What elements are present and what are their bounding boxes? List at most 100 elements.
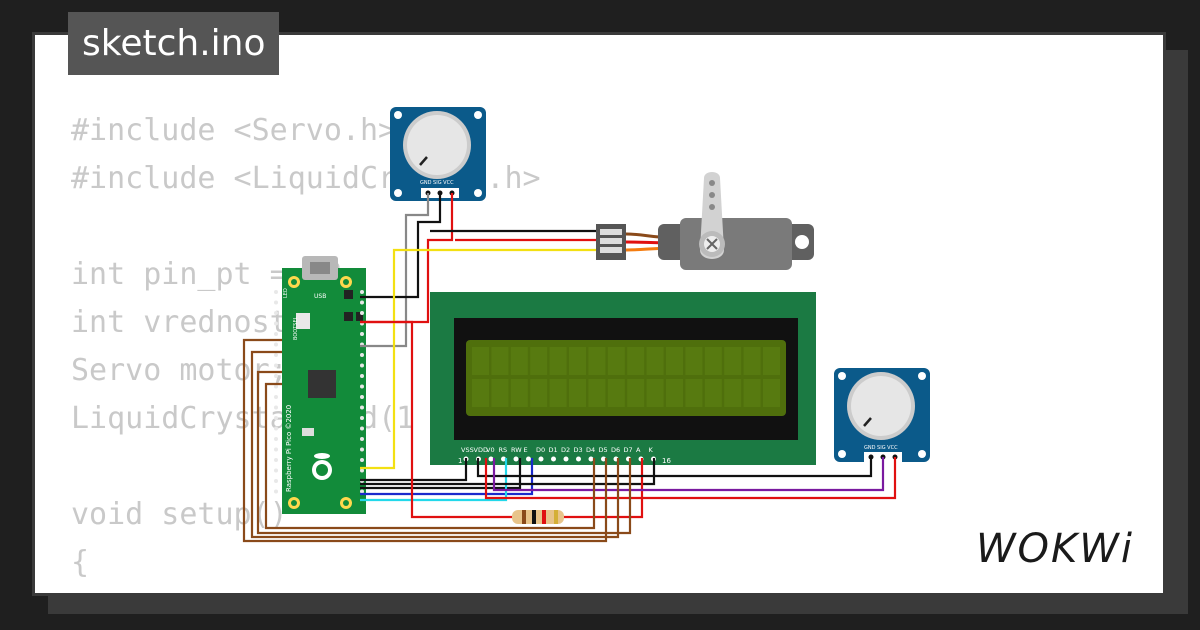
lcd-cell [607, 347, 625, 375]
pico-pin[interactable] [360, 489, 364, 494]
lcd-cell [646, 347, 664, 375]
code-line: { [71, 545, 90, 580]
pico-pin[interactable] [274, 437, 278, 441]
lcd-cell [491, 379, 509, 407]
lcd-pin-label: K [649, 446, 654, 454]
lcd-pin-label: D1 [549, 446, 558, 454]
lcd-pin[interactable] [538, 456, 544, 462]
pico-board[interactable]: USB LED BOOTSEL Raspberry Pi Pico ©2020 [274, 256, 366, 514]
lcd-cell [530, 379, 548, 407]
pico-pin[interactable] [360, 290, 364, 294]
servo-motor[interactable] [596, 172, 814, 270]
lcd-pin-label: D5 [599, 446, 608, 454]
pico-pin[interactable] [360, 416, 364, 420]
lcd-pin[interactable] [563, 456, 569, 462]
lcd-pin-label: D2 [561, 446, 570, 454]
code-line: int vrednost; [71, 305, 306, 340]
pico-pin[interactable] [360, 332, 364, 336]
lcd-cell [743, 347, 761, 375]
pico-pin[interactable] [360, 437, 364, 441]
lcd-pin[interactable] [551, 456, 556, 462]
lcd-cell [549, 347, 567, 375]
lcd-cell [569, 379, 586, 407]
pico-pin[interactable] [360, 363, 364, 368]
lcd-pin[interactable] [501, 456, 506, 462]
pot-pin-labels: GND SIG VCC [864, 445, 898, 451]
pico-pin[interactable] [360, 458, 364, 462]
pico-pin[interactable] [360, 426, 364, 431]
lcd-character-cells [472, 347, 780, 407]
usb-label: USB [314, 293, 326, 300]
pico-pin[interactable] [360, 300, 364, 305]
pico-pin[interactable] [274, 395, 278, 399]
pico-pin[interactable] [360, 405, 364, 410]
lcd-cell [685, 347, 703, 375]
lcd-pin-label: E [524, 446, 528, 454]
rp2040-chip [308, 370, 336, 398]
lcd-cell [685, 379, 703, 407]
file-tab[interactable]: sketch.ino [68, 12, 280, 75]
board-label: Raspberry Pi Pico ©2020 [285, 405, 293, 492]
pico-pin[interactable] [274, 489, 278, 494]
pico-pin[interactable] [274, 300, 278, 305]
wires [242, 193, 897, 543]
lcd-pin-label: D3 [574, 446, 583, 454]
pico-pin[interactable] [274, 426, 278, 431]
lcd-pin[interactable] [526, 456, 531, 462]
pico-pin[interactable] [360, 311, 364, 315]
pico-pin[interactable] [274, 311, 278, 315]
potentiometer-top[interactable]: GND SIG VCC [390, 107, 486, 201]
code-line: #include <Servo.h> [71, 113, 397, 148]
lcd-pin[interactable] [576, 456, 581, 462]
lcd-cell [472, 347, 489, 375]
pico-pin[interactable] [360, 374, 364, 378]
pico-pin[interactable] [274, 353, 278, 357]
potentiometer-right[interactable]: GND SIG VCC [834, 368, 930, 462]
lcd-pin[interactable] [488, 456, 494, 462]
lcd-pin[interactable] [601, 456, 606, 462]
pico-pin[interactable] [274, 384, 278, 389]
pico-pin[interactable] [274, 416, 278, 420]
pico-pin[interactable] [360, 384, 364, 389]
pico-pin[interactable] [274, 342, 278, 347]
pico-pin[interactable] [274, 321, 278, 326]
pico-pin[interactable] [274, 290, 278, 294]
bootsel-button [296, 313, 310, 329]
lcd-pin[interactable] [513, 456, 519, 462]
lcd-pin-label: D4 [586, 446, 595, 454]
pico-pin[interactable] [360, 447, 364, 452]
lcd-cell [588, 347, 606, 375]
lcd-pin[interactable] [588, 456, 594, 462]
pico-pin[interactable] [274, 447, 278, 452]
pot-pointer [863, 417, 872, 427]
lcd-pin-label: VDD [474, 446, 488, 454]
lcd-pin-label: V0 [486, 446, 495, 454]
pico-pin[interactable] [274, 374, 278, 378]
pico-pin[interactable] [360, 468, 364, 473]
bootsel-label: BOOTSEL [293, 316, 299, 340]
pico-pin[interactable] [274, 405, 278, 410]
lcd-pin-label: D0 [536, 446, 545, 454]
pico-pin[interactable] [274, 468, 278, 473]
lcd-cell [646, 379, 664, 407]
lcd-cell [763, 347, 780, 375]
lcd-cell [724, 347, 742, 375]
lcd-cell [627, 347, 645, 375]
pico-pin[interactable] [274, 363, 278, 368]
pico-pin-column [274, 290, 364, 494]
lcd-cell [510, 347, 528, 375]
lcd-cell [588, 379, 606, 407]
pico-pin[interactable] [360, 395, 364, 399]
lcd-cell [704, 347, 722, 375]
lcd-pin-first-label: 1 [458, 457, 462, 465]
pico-pin[interactable] [360, 353, 364, 357]
pico-pin[interactable] [274, 479, 278, 483]
lcd-cell [510, 379, 528, 407]
lcd-cell [743, 379, 761, 407]
pico-pin[interactable] [274, 458, 278, 462]
lcd-cell [549, 379, 567, 407]
lcd-cell [530, 347, 548, 375]
lcd-cell [472, 379, 489, 407]
pico-pin[interactable] [274, 332, 278, 336]
